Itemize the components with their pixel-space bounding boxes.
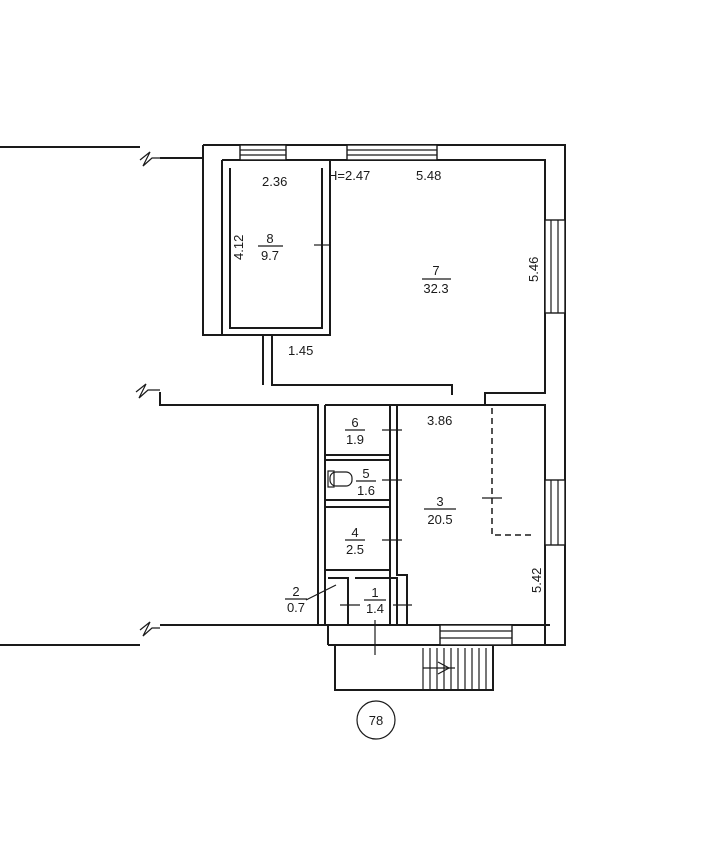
window-top-left [239, 144, 287, 161]
dim-2-36: 2.36 [262, 174, 287, 189]
room-4-area: 2.5 [346, 542, 364, 557]
lower-block-corner [318, 624, 329, 645]
window-bottom [439, 624, 513, 646]
break-mark-bottom [139, 621, 160, 637]
dim-5-42: 5.42 [529, 568, 544, 593]
room-7-area: 32.3 [423, 281, 448, 296]
room-1-walls [355, 577, 398, 625]
room-5-area: 1.6 [357, 483, 375, 498]
room-2-number: 2 [292, 584, 299, 599]
room-3-left-wall [396, 405, 408, 625]
dim-1-45: 1.45 [288, 343, 313, 358]
room-3-area: 20.5 [427, 512, 452, 527]
room-5-number: 5 [362, 466, 369, 481]
room-3-number: 3 [436, 494, 443, 509]
window-top-center [346, 144, 438, 161]
room-4-number: 4 [351, 525, 358, 540]
room-8-number: 8 [266, 231, 273, 246]
room-2-leader [305, 584, 337, 601]
lower-block-left [324, 405, 335, 626]
wall-left-outer [160, 157, 228, 336]
room-8-walls [221, 160, 331, 336]
toilet-icon [329, 471, 353, 487]
room-2-walls [328, 577, 349, 625]
corridor-wall-a [203, 334, 264, 385]
wall-inner-room7 [222, 159, 546, 405]
room-6-number: 6 [351, 415, 358, 430]
dim-5-48: 5.48 [416, 168, 441, 183]
corridor-wall-b [271, 335, 453, 395]
dashed-partition [485, 404, 535, 536]
dim-4-12: 4.12 [231, 235, 246, 260]
dim-5-46: 5.46 [526, 257, 541, 282]
break-mark-top [139, 151, 160, 167]
room-1-area: 1.4 [366, 601, 384, 616]
ceiling-height: H=2.47 [328, 168, 370, 183]
room-8-area: 9.7 [261, 248, 279, 263]
room-2-area: 0.7 [287, 600, 305, 615]
dim-3-86: 3.86 [427, 413, 452, 428]
window-right-upper [544, 219, 566, 314]
break-mark-middle [135, 383, 160, 399]
plan-number-circle [356, 700, 396, 740]
room-1-number: 1 [371, 585, 378, 600]
corridor-left-walls [159, 392, 319, 626]
stairs [422, 648, 487, 690]
window-right-lower [544, 479, 566, 546]
plan-number: 78 [369, 713, 383, 728]
toilet-tank-icon [327, 470, 335, 488]
room-7-number: 7 [432, 263, 439, 278]
room-6-area: 1.9 [346, 432, 364, 447]
lower-block-top [325, 404, 546, 645]
entrance-porch [334, 645, 494, 691]
